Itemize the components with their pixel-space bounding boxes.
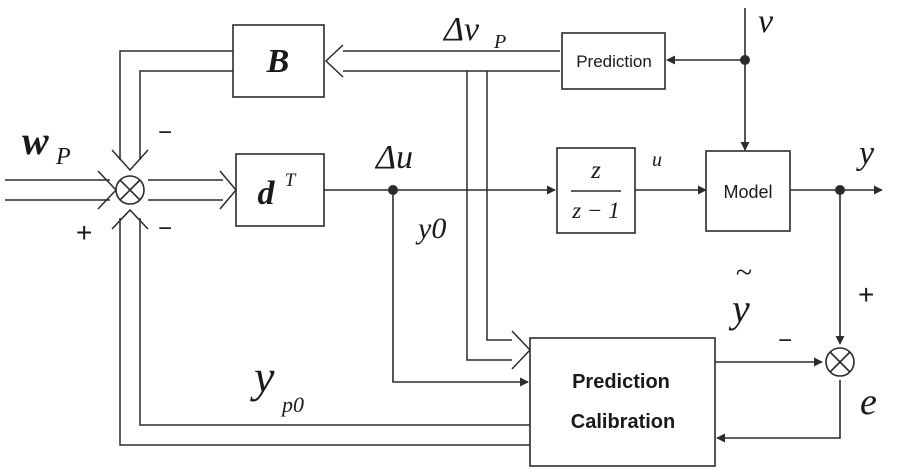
y0-label: y0 bbox=[415, 212, 446, 245]
sum-to-dt-double-arrow bbox=[148, 170, 237, 210]
minus-sign-bottom: − bbox=[158, 215, 172, 242]
summing-junction-left bbox=[115, 175, 145, 205]
dt-block: d T bbox=[235, 153, 325, 227]
v-branch-dot bbox=[740, 55, 750, 65]
svg-text:P: P bbox=[55, 144, 71, 170]
svg-text:~: ~ bbox=[736, 256, 752, 289]
b-block-label: B bbox=[266, 43, 290, 80]
svg-text:y: y bbox=[250, 351, 275, 402]
yp0-label: y p0 bbox=[250, 351, 304, 417]
summing-junction-right bbox=[825, 347, 855, 377]
y-branch-dot bbox=[835, 185, 845, 195]
delta-vp-label: Δv P bbox=[442, 11, 506, 53]
minus-sign-top: − bbox=[158, 119, 172, 146]
y-tilde-label: ~ y bbox=[728, 256, 752, 331]
svg-text:y: y bbox=[728, 286, 750, 331]
transfer-function-block: z z − 1 bbox=[556, 147, 636, 234]
svg-text:p0: p0 bbox=[280, 392, 304, 417]
svg-text:P: P bbox=[493, 31, 506, 53]
du-branch-dot bbox=[388, 185, 398, 195]
prediction-block: Prediction bbox=[561, 32, 666, 90]
model-block-label: Model bbox=[723, 182, 772, 202]
calib-label-line1: Prediction bbox=[572, 371, 670, 393]
wp-double-arrow bbox=[5, 170, 118, 210]
tf-numerator: z bbox=[590, 157, 601, 184]
calib-label-line2: Calibration bbox=[571, 411, 675, 433]
du-to-calib-arrow bbox=[392, 190, 529, 387]
u-label: u bbox=[652, 149, 662, 171]
b-to-sum-double-arrow bbox=[111, 50, 233, 172]
b-block: B bbox=[232, 24, 325, 98]
y-label: y bbox=[856, 135, 875, 172]
tf-denominator: z − 1 bbox=[571, 198, 619, 223]
svg-text:Δv: Δv bbox=[442, 11, 480, 48]
e-feedback-arrow bbox=[716, 380, 841, 443]
prediction-calibration-block: Prediction Calibration bbox=[529, 337, 716, 467]
plus-sign-left: + bbox=[76, 217, 92, 248]
svg-text:w: w bbox=[22, 118, 49, 163]
v-label: v bbox=[758, 3, 774, 40]
delta-u-label: Δu bbox=[374, 139, 413, 176]
prediction-block-label: Prediction bbox=[576, 52, 652, 71]
dt-block-superscript: T bbox=[285, 170, 297, 191]
plus-sign-right: + bbox=[858, 279, 874, 310]
e-label: e bbox=[860, 381, 877, 423]
prediction-to-b-double-arrow bbox=[324, 44, 560, 78]
dvp-to-calib-double-arrow bbox=[466, 71, 532, 370]
wp-label: w P bbox=[22, 118, 71, 170]
dt-block-label: d bbox=[258, 175, 276, 212]
minus-sign-right: − bbox=[778, 327, 792, 354]
model-block: Model bbox=[705, 150, 791, 232]
yp0-feedback-double-arrow bbox=[111, 208, 530, 446]
